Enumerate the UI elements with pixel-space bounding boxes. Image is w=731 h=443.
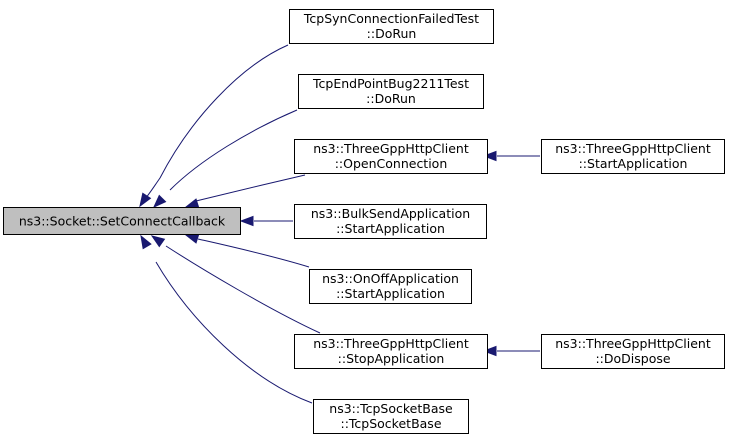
node-label-line1: ns3::Socket::SetConnectCallback — [19, 214, 226, 229]
node-box — [294, 204, 487, 239]
node-label-line2: ::DoRun — [366, 91, 416, 106]
caller-node-n8[interactable]: ns3::ThreeGppHttpClient::StartApplicatio… — [541, 139, 725, 174]
caller-node-n3[interactable]: ns3::ThreeGppHttpClient::OpenConnection — [294, 139, 488, 174]
node-box — [294, 334, 488, 369]
root-function-node[interactable]: ns3::Socket::SetConnectCallback — [3, 207, 241, 235]
edges-layer — [139, 44, 540, 404]
node-box — [313, 399, 469, 434]
arrowhead-icon — [184, 233, 200, 244]
node-label-line1: ns3::ThreeGppHttpClient — [555, 336, 711, 351]
call-edge-n1-to-root — [139, 44, 289, 208]
node-box — [3, 207, 241, 235]
node-label-line2: ::StopApplication — [338, 351, 445, 366]
edge-line — [143, 44, 289, 201]
caller-node-n2[interactable]: TcpEndPointBug2211Test::DoRun — [298, 74, 484, 109]
call-edge-n2-to-root — [152, 109, 298, 209]
node-label-line1: ns3::BulkSendApplication — [311, 206, 470, 221]
edge-line — [195, 174, 306, 202]
node-box — [298, 74, 484, 109]
call-edge-n8-to-n3 — [482, 150, 540, 162]
node-label-line1: ns3::ThreeGppHttpClient — [313, 336, 469, 351]
caller-node-n4[interactable]: ns3::BulkSendApplication::StartApplicati… — [294, 204, 487, 239]
arrowhead-icon — [152, 194, 167, 209]
call-edge-n9-to-n6 — [482, 345, 540, 357]
edge-line — [197, 238, 310, 268]
node-label-line1: TcpSynConnectionFailedTest — [303, 11, 479, 26]
edge-line — [169, 109, 298, 191]
node-label-line2: ::OpenConnection — [335, 156, 448, 171]
node-label-line1: ns3::TcpSocketBase — [329, 401, 453, 416]
call-edge-n5-to-root — [184, 233, 310, 268]
edge-line — [155, 261, 313, 404]
node-label-line2: ::TcpSocketBase — [340, 416, 441, 431]
arrowhead-icon — [239, 215, 254, 227]
node-label-line2: ::StartApplication — [579, 156, 688, 171]
node-label-line2: ::StartApplication — [336, 286, 445, 301]
arrowhead-icon — [150, 235, 166, 248]
arrowhead-icon — [482, 150, 497, 162]
node-box — [541, 334, 725, 369]
node-box — [541, 139, 725, 174]
node-box — [309, 269, 472, 304]
caller-node-n6[interactable]: ns3::ThreeGppHttpClient::StopApplication — [294, 334, 488, 369]
node-label-line1: TcpEndPointBug2211Test — [312, 76, 469, 91]
arrowhead-icon — [184, 198, 200, 209]
node-label-line1: ns3::ThreeGppHttpClient — [555, 141, 711, 156]
call-edge-n4-to-root — [239, 215, 293, 227]
edge-line — [165, 245, 321, 334]
node-label-line1: ns3::OnOffApplication — [322, 271, 459, 286]
arrowhead-icon — [139, 192, 152, 208]
call-edge-n6-to-root — [150, 235, 321, 334]
caller-node-n9[interactable]: ns3::ThreeGppHttpClient::DoDispose — [541, 334, 725, 369]
node-label-line1: ns3::ThreeGppHttpClient — [313, 141, 469, 156]
node-label-line2: ::StartApplication — [336, 221, 445, 236]
caller-node-n5[interactable]: ns3::OnOffApplication::StartApplication — [309, 269, 472, 304]
caller-node-n7[interactable]: ns3::TcpSocketBase::TcpSocketBase — [313, 399, 469, 434]
arrowhead-icon — [482, 345, 497, 357]
node-label-line2: ::DoRun — [367, 26, 417, 41]
call-edge-n7-to-root — [140, 234, 313, 404]
caller-node-n1[interactable]: TcpSynConnectionFailedTest::DoRun — [289, 9, 494, 44]
nodes-layer: ns3::Socket::SetConnectCallback TcpSynCon… — [3, 9, 725, 434]
node-box — [294, 139, 488, 174]
node-label-line2: ::DoDispose — [595, 351, 670, 366]
node-box — [289, 9, 494, 44]
call-edge-n3-to-root — [184, 174, 306, 209]
arrowhead-icon — [140, 234, 152, 250]
